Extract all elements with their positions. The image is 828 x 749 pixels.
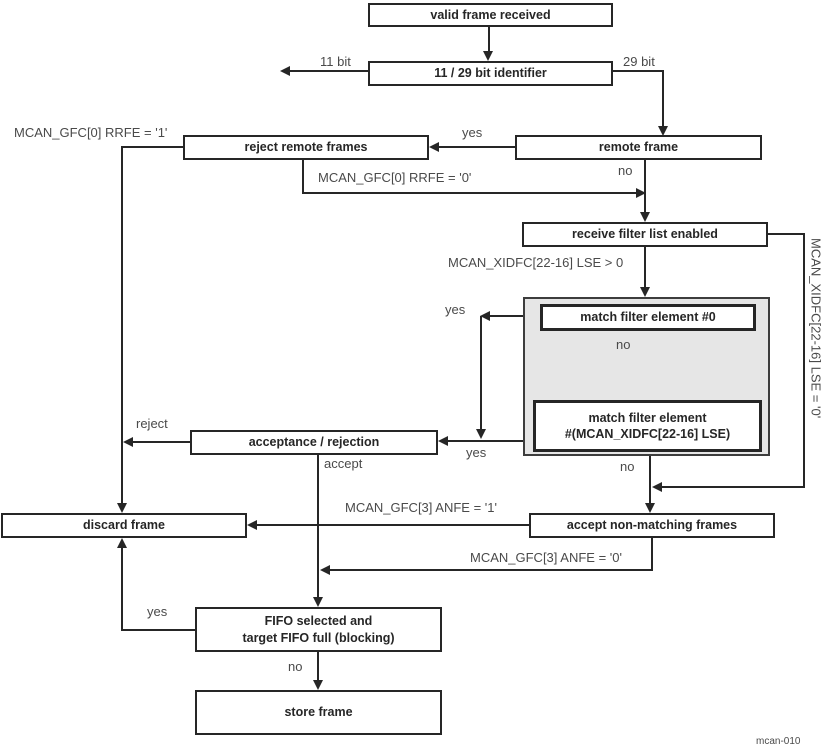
connector-line bbox=[132, 441, 190, 443]
arrowhead-left bbox=[320, 565, 330, 575]
connector-line bbox=[644, 160, 646, 213]
edge-label-no-match-lse: no bbox=[620, 459, 635, 474]
node-store-frame: store frame bbox=[195, 690, 442, 735]
connector-line bbox=[122, 629, 195, 631]
connector-line bbox=[286, 70, 368, 72]
arrowhead-left bbox=[280, 66, 290, 76]
connector-line bbox=[649, 456, 651, 504]
connector-line bbox=[803, 233, 805, 488]
arrowhead-left bbox=[480, 311, 490, 321]
connector-line bbox=[660, 486, 805, 488]
node-remote-frame: remote frame bbox=[515, 135, 762, 160]
edge-label-lse-eq0: MCAN_XIDFC[22-16] LSE = '0' bbox=[808, 238, 824, 419]
connector-line bbox=[490, 315, 523, 317]
node-acceptance-rejection: acceptance / rejection bbox=[190, 430, 438, 455]
arrowhead-left bbox=[247, 520, 257, 530]
edge-label-no-remote: no bbox=[618, 163, 633, 178]
connector-line bbox=[662, 70, 664, 127]
connector-line bbox=[329, 569, 653, 571]
connector-line bbox=[488, 26, 490, 52]
edge-label-anfe1: MCAN_GFC[3] ANFE = '1' bbox=[345, 500, 497, 515]
connector-line bbox=[122, 146, 183, 148]
edge-label-no-match0: no bbox=[616, 337, 631, 352]
connector-line bbox=[302, 160, 304, 194]
edge-label-no-fifo: no bbox=[288, 659, 303, 674]
arrowhead-down bbox=[313, 680, 323, 690]
arrowhead-left bbox=[123, 437, 133, 447]
connector-line bbox=[768, 233, 805, 235]
node-receive-filter-list-enabled: receive filter list enabled bbox=[522, 222, 768, 247]
arrowhead-down bbox=[313, 597, 323, 607]
node-accept-non-matching-frames: accept non-matching frames bbox=[529, 513, 775, 538]
connector-line bbox=[438, 146, 515, 148]
figure-id: mcan-010 bbox=[756, 736, 801, 747]
edge-label-anfe0: MCAN_GFC[3] ANFE = '0' bbox=[470, 550, 622, 565]
edge-label-yes-remote: yes bbox=[462, 125, 483, 140]
connector-line bbox=[613, 70, 664, 72]
edge-label-rrfe1: MCAN_GFC[0] RRFE = '1' bbox=[14, 125, 168, 140]
arrowhead-down bbox=[476, 429, 486, 439]
edge-label-rrfe0: MCAN_GFC[0] RRFE = '0' bbox=[318, 170, 472, 185]
connector-line bbox=[317, 652, 319, 682]
arrowhead-down bbox=[645, 503, 655, 513]
arrowhead-left bbox=[652, 482, 662, 492]
connector-line bbox=[447, 440, 523, 442]
edge-label-lse-gt0: MCAN_XIDFC[22-16] LSE > 0 bbox=[448, 255, 624, 270]
edge-label-29bit: 29 bit bbox=[623, 54, 655, 69]
connector-line bbox=[651, 538, 653, 571]
node-discard-frame: discard frame bbox=[1, 513, 247, 538]
node-reject-remote-frames: reject remote frames bbox=[183, 135, 429, 160]
node-fifo-selected: FIFO selected and target FIFO full (bloc… bbox=[195, 607, 442, 652]
node-match-filter-element-0: match filter element #0 bbox=[540, 304, 756, 331]
arrowhead-left bbox=[438, 436, 448, 446]
node-identifier: 11 / 29 bit identifier bbox=[368, 61, 613, 86]
connector-line bbox=[121, 547, 123, 631]
edge-label-yes-match-lse: yes bbox=[466, 445, 487, 460]
arrowhead-down bbox=[658, 126, 668, 136]
connector-line bbox=[644, 247, 646, 288]
match-filter-group: match filter element #0 match filter ele… bbox=[523, 297, 770, 456]
edge-label-11bit: 11 bit bbox=[320, 54, 351, 69]
node-valid-frame-received: valid frame received bbox=[368, 3, 613, 27]
arrowhead-down bbox=[117, 503, 127, 513]
connector-line bbox=[480, 316, 482, 430]
edge-label-yes-fifo: yes bbox=[147, 604, 168, 619]
arrowhead-left bbox=[429, 142, 439, 152]
arrowhead-down bbox=[640, 287, 650, 297]
arrowhead-right bbox=[636, 188, 646, 198]
arrowhead-down bbox=[640, 212, 650, 222]
arrowhead-down bbox=[483, 51, 493, 61]
edge-label-reject: reject bbox=[136, 416, 168, 431]
edge-label-accept: accept bbox=[324, 456, 363, 471]
connector-line bbox=[302, 192, 636, 194]
node-match-filter-element-lse: match filter element #(MCAN_XIDFC[22-16]… bbox=[533, 400, 762, 452]
connector-line bbox=[256, 524, 529, 526]
connector-line bbox=[121, 146, 123, 504]
edge-label-yes-match0: yes bbox=[445, 302, 466, 317]
connector-line bbox=[317, 455, 319, 598]
arrowhead-up bbox=[117, 538, 127, 548]
